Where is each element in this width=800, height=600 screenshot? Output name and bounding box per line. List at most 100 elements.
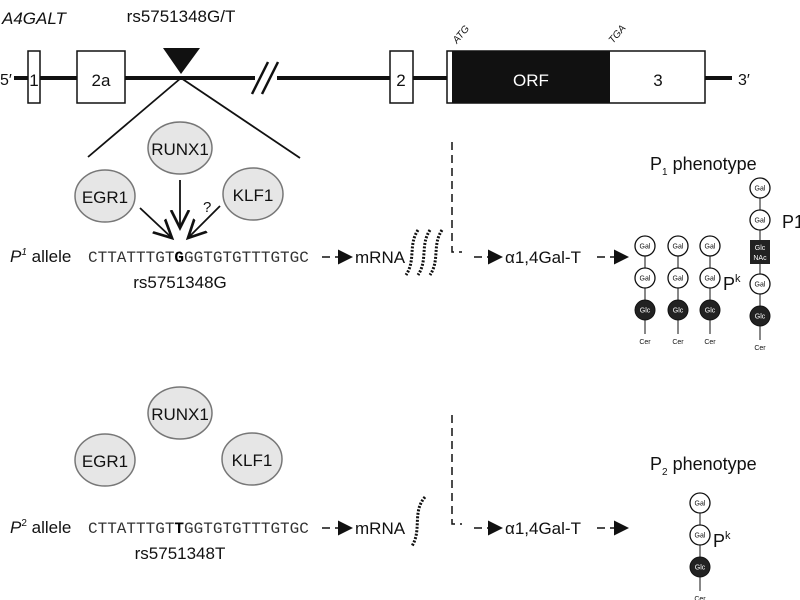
svg-text:Gal: Gal	[640, 244, 651, 251]
tf-klf1: KLF1	[222, 167, 284, 221]
svg-text:Gal: Gal	[755, 186, 766, 193]
zoom-line-left	[87, 77, 182, 158]
tf-runx1-p2: RUNX1	[147, 386, 213, 440]
svg-text:KLF1: KLF1	[232, 451, 273, 470]
p1-sequence: CTTATTTGTGGGTGTGTTTGTGC	[88, 249, 309, 267]
stop-codon-label: TGA	[607, 23, 629, 46]
glc-residue	[749, 305, 771, 327]
p2-pk-label: Pk	[713, 530, 731, 551]
egr1-arrow	[139, 207, 172, 238]
svg-text:Gal: Gal	[755, 218, 766, 225]
svg-text:Glc: Glc	[705, 308, 716, 315]
p1-allele-label: P1 allele	[10, 247, 71, 266]
p1-phenotype-title: P1 phenotype	[650, 154, 757, 178]
glc-residue	[634, 299, 656, 321]
ceramide-label: Cer	[694, 596, 706, 600]
svg-text:EGR1: EGR1	[82, 452, 128, 471]
glc-residue	[689, 556, 711, 578]
gene-name: A4GALT	[1, 9, 68, 28]
glcnac-residue	[750, 240, 770, 264]
svg-text:Gal: Gal	[695, 501, 706, 508]
p2-mrna-strand-icon	[410, 496, 427, 547]
svg-text:Gal: Gal	[695, 533, 706, 540]
gal-residue	[689, 524, 711, 546]
gal-residue	[667, 267, 689, 289]
three-prime-label: 3′	[738, 72, 750, 89]
p2-snp-label: rs5751348T	[135, 544, 226, 563]
svg-text:Gal: Gal	[705, 276, 716, 283]
uncertain-mark: ?	[203, 199, 211, 216]
p1-mrna-strands-icon	[404, 229, 444, 276]
p1-mrna-label: mRNA	[355, 248, 406, 267]
exon-1: 1	[27, 50, 41, 104]
tf-runx1: RUNX1	[147, 121, 213, 175]
ceramide-label: Cer	[639, 339, 651, 346]
exon-2a: 2a	[76, 50, 126, 104]
exon-3: ORF 3	[446, 50, 706, 104]
gal-residue	[667, 235, 689, 257]
p2-translation-path	[451, 415, 462, 525]
gal-residue	[699, 267, 721, 289]
ceramide-label: Cer	[754, 345, 766, 352]
tf-egr1: EGR1	[74, 169, 136, 223]
svg-text:2: 2	[396, 71, 405, 90]
svg-text:KLF1: KLF1	[233, 186, 274, 205]
svg-text:Gal: Gal	[705, 244, 716, 251]
p1-translation-path	[451, 142, 462, 253]
svg-text:3: 3	[653, 71, 662, 90]
p2-mrna-label: mRNA	[355, 519, 406, 538]
start-codon-label: ATG	[450, 24, 472, 47]
p1-glycans: GalGalGlcCerGalGalGlcCerGalGalGlcCerGalG…	[634, 177, 771, 352]
svg-text:Glc: Glc	[755, 314, 766, 321]
svg-text:Glc: Glc	[640, 308, 651, 315]
svg-text:NAc: NAc	[753, 255, 767, 262]
ceramide-label: Cer	[704, 339, 716, 346]
p1-antigen-label: P1	[782, 212, 800, 232]
svg-text:1: 1	[29, 71, 38, 90]
p2-enzyme-label: α1,4Gal-T	[505, 519, 581, 538]
svg-text:Glc: Glc	[695, 565, 706, 572]
ceramide-label: Cer	[672, 339, 684, 346]
gal-residue	[749, 273, 771, 295]
five-prime-label: 5′	[0, 72, 12, 89]
snp-label: rs5751348G/T	[127, 7, 236, 26]
svg-text:Gal: Gal	[673, 276, 684, 283]
orf-block	[452, 51, 610, 103]
p1-pk-label: Pk	[723, 273, 741, 294]
svg-text:RUNX1: RUNX1	[151, 405, 209, 424]
zoom-line-right	[180, 77, 301, 159]
gal-residue	[699, 235, 721, 257]
svg-text:EGR1: EGR1	[82, 188, 128, 207]
svg-text:ORF: ORF	[513, 71, 549, 90]
glc-residue	[699, 299, 721, 321]
p2-sequence: CTTATTTGTTGGTGTGTTTGTGC	[88, 520, 309, 538]
svg-text:Gal: Gal	[755, 282, 766, 289]
gal-residue	[749, 177, 771, 199]
p2-phenotype-title: P2 phenotype	[650, 454, 757, 478]
svg-text:Glc: Glc	[755, 245, 766, 252]
gal-residue	[689, 492, 711, 514]
gal-residue	[634, 267, 656, 289]
p1-enzyme-label: α1,4Gal-T	[505, 248, 581, 267]
svg-text:Gal: Gal	[673, 244, 684, 251]
gal-residue	[749, 209, 771, 231]
klf1-arrow	[188, 205, 221, 238]
p1-snp-label: rs5751348G	[133, 273, 227, 292]
svg-text:Gal: Gal	[640, 276, 651, 283]
tf-klf1-p2: KLF1	[221, 432, 283, 486]
glc-residue	[667, 299, 689, 321]
p2-allele-label: P2 allele	[10, 518, 71, 537]
gal-residue	[634, 235, 656, 257]
snp-marker	[163, 48, 200, 74]
svg-text:2a: 2a	[92, 71, 111, 90]
exon-2: 2	[389, 50, 414, 104]
axis-break	[250, 60, 280, 96]
tf-egr1-p2: EGR1	[74, 433, 136, 487]
svg-text:Glc: Glc	[673, 308, 684, 315]
